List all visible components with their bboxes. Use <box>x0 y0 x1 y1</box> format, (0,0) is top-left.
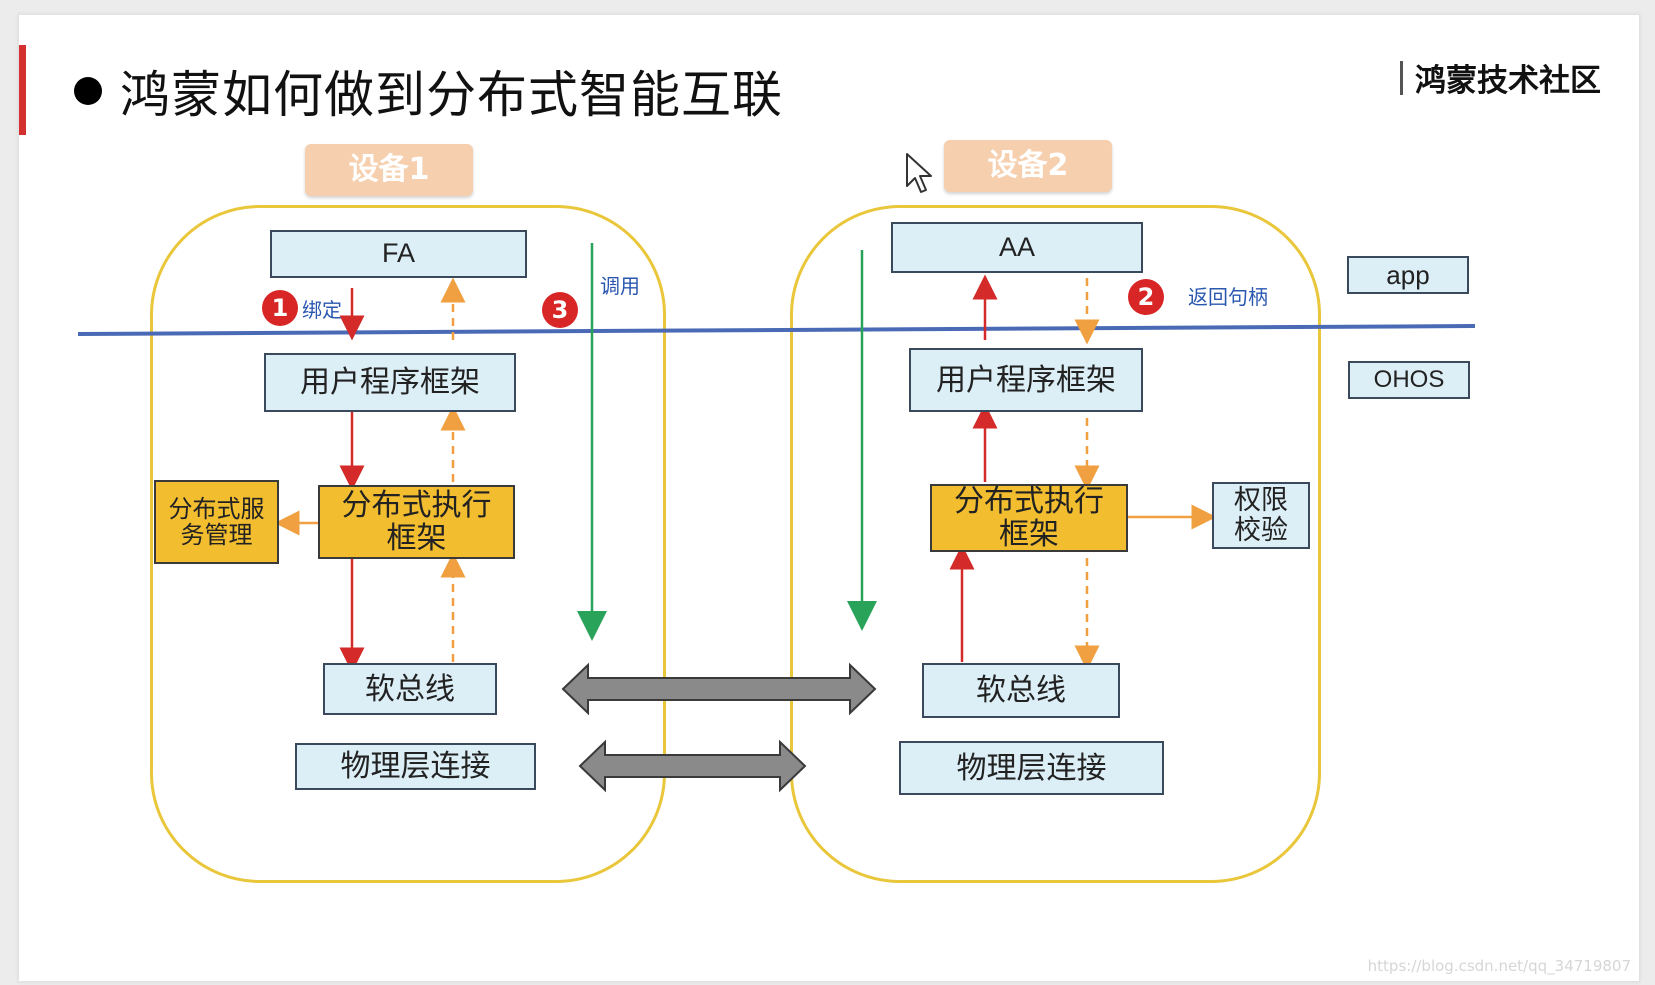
layer-divider <box>77 324 1476 336</box>
fa-box: FA <box>270 230 527 278</box>
aa-box: AA <box>891 222 1143 273</box>
brand-divider <box>1400 60 1403 95</box>
bullet-icon <box>74 77 102 105</box>
device2-tag: 设备2 <box>944 140 1112 192</box>
d1-physical-box: 物理层连接 <box>295 743 536 790</box>
step-1-label: 绑定 <box>302 298 342 322</box>
step-3-label: 调用 <box>600 274 640 298</box>
slide-title: 鸿蒙如何做到分布式智能互联 <box>120 66 783 124</box>
brand-label: 鸿蒙技术社区 <box>1415 63 1601 99</box>
step-2-marker: 2 <box>1128 279 1164 315</box>
brand: 鸿蒙技术社区 <box>1400 55 1601 100</box>
d1-user-framework-box: 用户程序框架 <box>264 353 516 412</box>
physical-link-arrow <box>578 739 807 793</box>
d2-physical-box: 物理层连接 <box>899 741 1164 795</box>
d1-softbus-box: 软总线 <box>323 663 497 715</box>
d1-exec-framework-box: 分布式执行框架 <box>318 485 515 559</box>
d2-exec-framework-box: 分布式执行框架 <box>930 484 1128 552</box>
title-row: 鸿蒙如何做到分布式智能互联 <box>74 55 783 127</box>
app-layer-label: app <box>1347 256 1469 294</box>
step-3-marker: 3 <box>542 292 578 328</box>
d2-softbus-box: 软总线 <box>922 663 1120 718</box>
softbus-link-arrow <box>561 662 877 716</box>
mouse-cursor-icon <box>906 153 932 193</box>
ohos-layer-label: OHOS <box>1348 361 1470 399</box>
device1-tag: 设备1 <box>305 144 473 196</box>
step-2-label: 返回句柄 <box>1188 285 1268 309</box>
step-1-marker: 1 <box>262 290 298 326</box>
watermark: https://blog.csdn.net/qq_34719807 <box>1367 957 1631 975</box>
d2-permission-box: 权限校验 <box>1212 482 1310 549</box>
accent-bar <box>19 45 26 135</box>
device1-frame <box>150 205 666 883</box>
device2-frame <box>790 205 1321 883</box>
d2-user-framework-box: 用户程序框架 <box>909 348 1143 412</box>
d1-dsm-box: 分布式服务管理 <box>154 480 279 564</box>
